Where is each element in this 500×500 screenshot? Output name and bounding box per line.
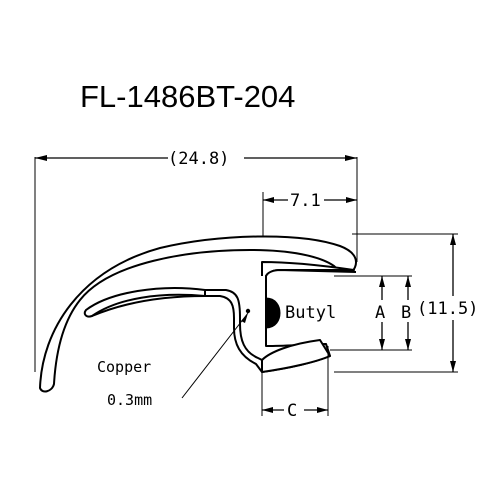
copper-callout: Copper 0.3mm [97,312,249,409]
lip-width-label: 7.1 [290,191,321,211]
overall-width-label: (24.8) [168,149,229,169]
copper-label: Copper [97,358,151,376]
copper-wire [245,308,251,314]
copper-thickness-label: 0.3mm [107,391,152,409]
total-height-label: (11.5) [417,299,478,319]
butyl-label: Butyl [285,303,336,323]
dim-c-label: C [287,401,297,421]
dim-a-label: A [375,303,385,323]
dim-c: C [261,346,329,421]
overall-width-dimension: (24.8) [34,149,358,372]
dim-b-label: B [401,303,411,323]
butyl-bead [265,297,281,329]
part-number-title: FL-1486BT-204 [80,79,295,114]
seal-profile [39,235,357,393]
height-dimensions: A B (11.5) [330,233,478,373]
